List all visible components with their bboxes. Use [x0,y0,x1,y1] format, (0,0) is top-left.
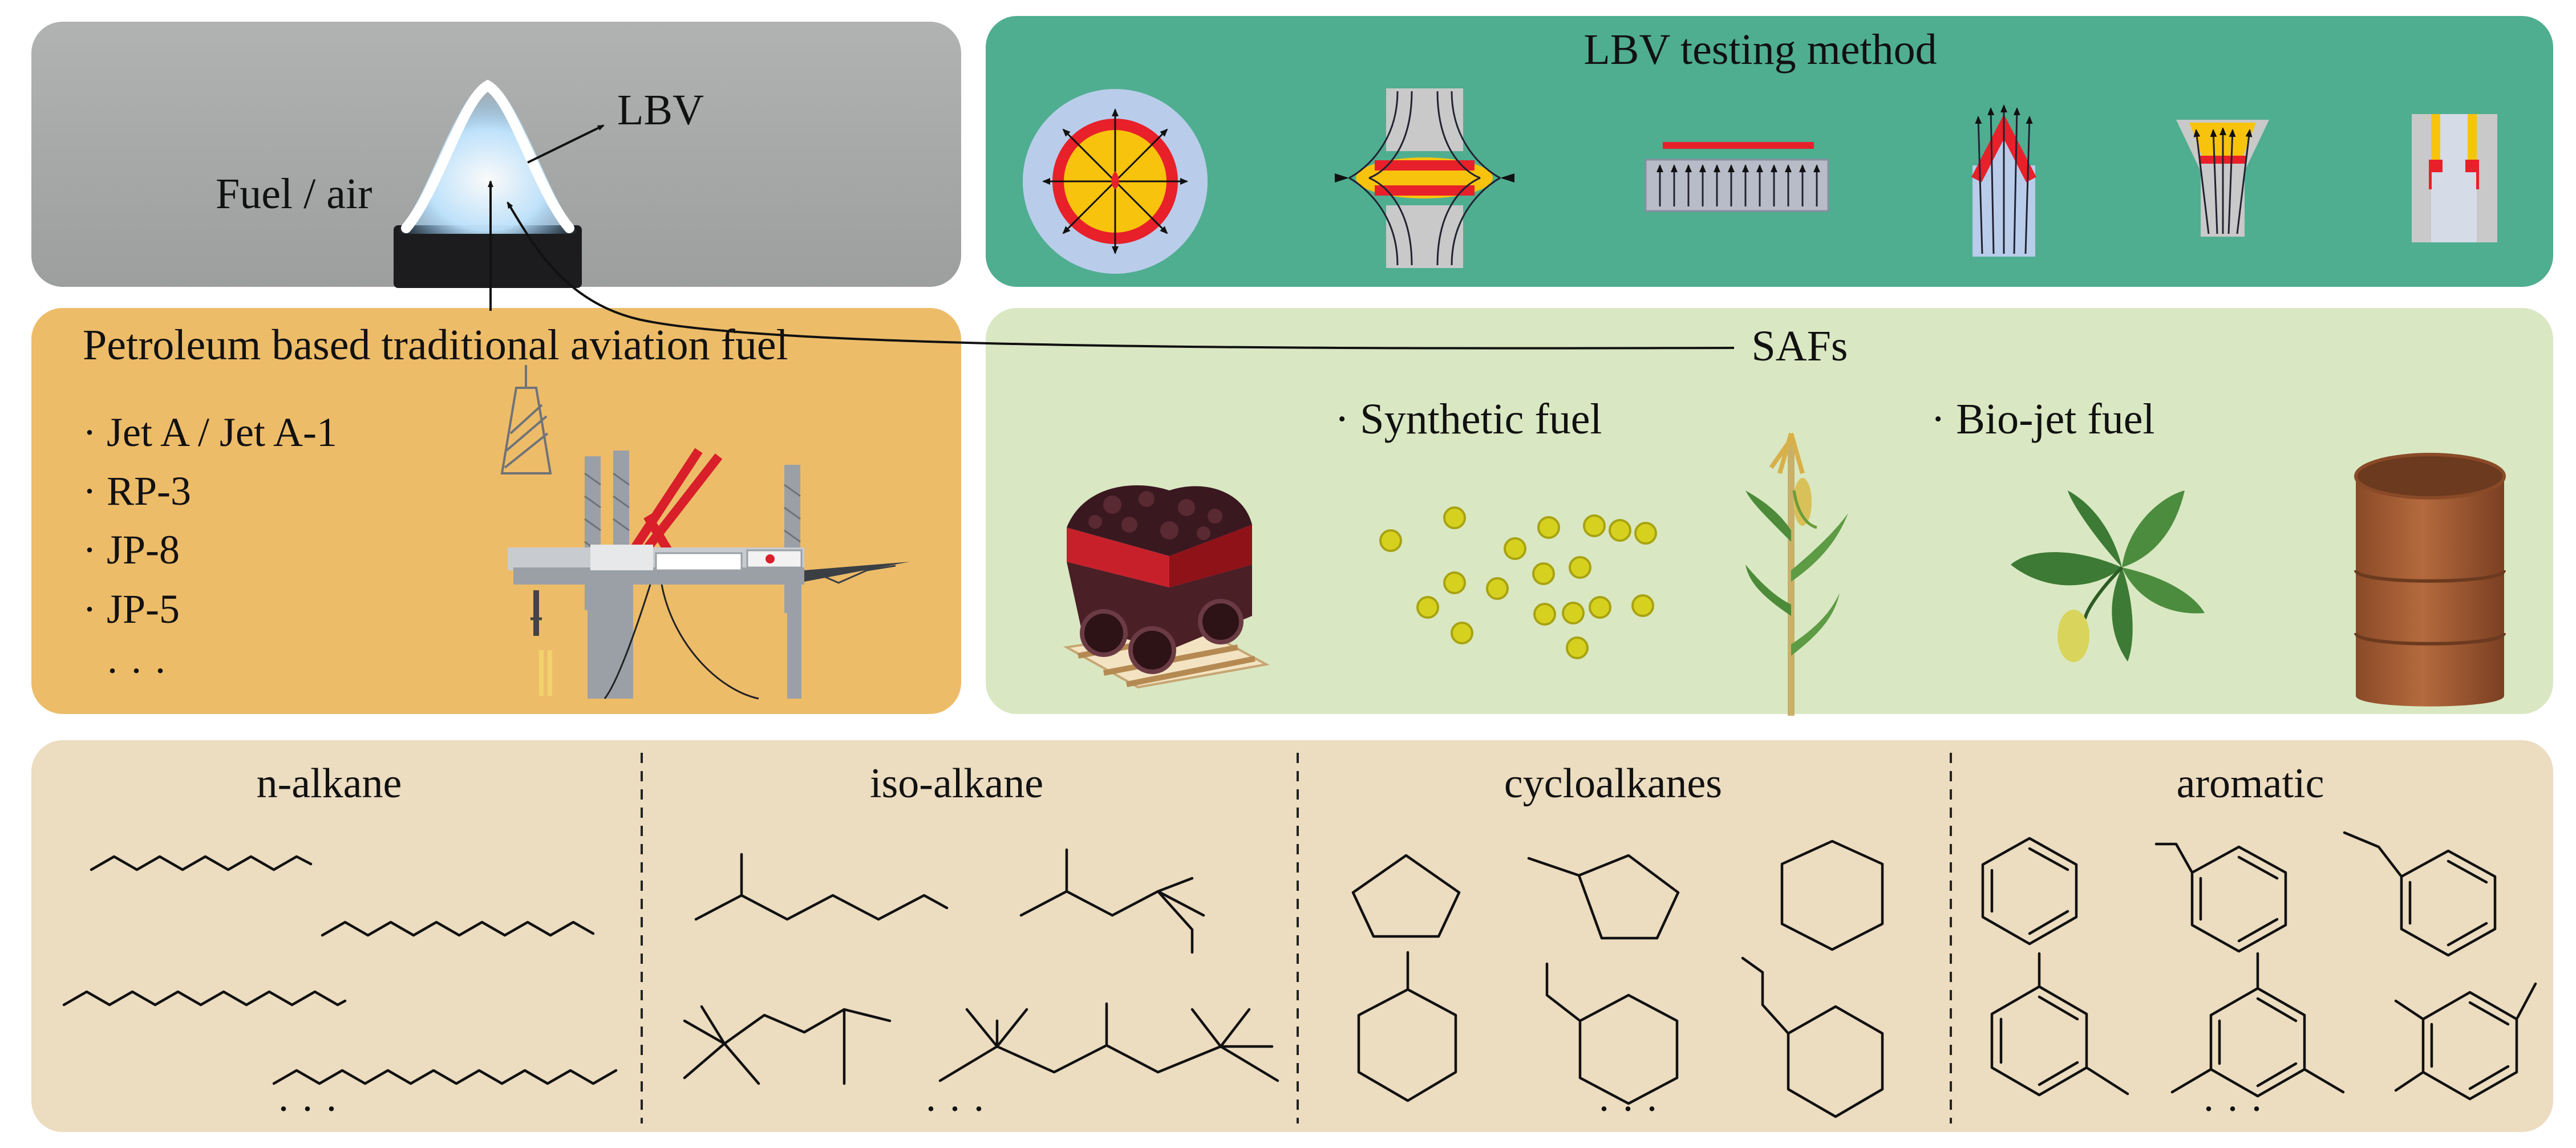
toluene-structure [2154,842,2287,953]
iso-alkane-structure-2 [1019,848,1205,954]
fuel-barrel-icon [2354,453,2506,707]
testing-title: LBV testing method [1583,26,1937,74]
n-alkane-structure-2 [321,920,595,937]
fuel-item-rp3: · RP-3 [83,468,191,514]
benzene-structure [1981,837,2078,946]
counterflow-flame-icon [1335,88,1514,268]
iso-alkane-structure-1 [694,853,949,921]
cyclopentane-structure [1351,854,1461,938]
iso-alkane-ellipsis: · · · [924,1086,986,1131]
corn-plant-icon [1745,432,1848,716]
fuel-item-jet-a: · Jet A / Jet A-1 [83,409,337,455]
ethylbenzene-structure [2343,831,2497,957]
slot-burner-icon [2412,114,2497,242]
n-alkane-title: n-alkane [257,760,402,807]
m-xylene-structure [1990,952,2129,1097]
molecule-panel [31,740,2553,1132]
n-alkane-structure-1 [90,855,313,871]
petroleum-title: Petroleum based traditional aviation fue… [83,321,788,369]
spherical-flame-icon [1023,89,1208,274]
fuel-item-jp8: · JP-8 [83,527,180,573]
fuel-air-label: Fuel / air [216,170,372,218]
mesitylene-structure [2170,952,2345,1098]
burner-tube [394,225,582,288]
ethylcyclohexane-structure [1545,962,1679,1105]
synthetic-particles-icon [1379,506,1657,659]
methylcyclohexane-structure [1357,951,1457,1102]
iso-alkane-structure-3 [683,1005,892,1085]
heat-flux-burner-icon [1645,142,1829,212]
conical-nozzle-flame-icon [2176,120,2269,237]
flame-cone [401,79,574,233]
saf-title: SAFs [1752,322,1848,370]
cycloalkanes-title: cycloalkanes [1504,760,1722,807]
molecule-dividers [641,753,1952,1123]
fuel-item-jp5: · JP-5 [83,586,180,632]
flame-photo [394,79,582,288]
testing-panel [986,16,2553,287]
biojet-fuel-label: · Bio-jet fuel [1931,395,2155,443]
p-xylene-structure [2394,982,2537,1101]
aromatic-ellipsis: · · · [2202,1086,2263,1131]
aromatic-title: aromatic [2177,760,2324,807]
lbv-arrow [527,124,605,164]
cycloalkanes-ellipsis: · · · [1597,1086,1659,1131]
flame-glow [396,80,579,234]
iso-alkane-structure-4 [938,1002,1279,1082]
n-alkane-structure-3 [62,990,347,1007]
coal-cart-icon [1063,485,1270,689]
jatropha-leaves-icon [2011,490,2205,662]
fuel-item-ellipsis: · · · [106,648,167,693]
cyclohexane-structure [1780,839,1884,951]
bunsen-flame-icon [1971,104,2036,257]
oil-rig-icon [500,365,910,700]
methylcyclopentane-structure [1527,854,1680,940]
synthetic-fuel-label: · Synthetic fuel [1335,395,1602,443]
n-alkane-ellipsis: · · · [277,1086,338,1131]
saf-to-flame-arrow [507,201,1735,350]
n-alkane-structure-4 [272,1069,618,1085]
lbv-label: LBV [617,86,704,134]
propylcyclohexane-structure [1741,956,1884,1118]
petroleum-panel [31,308,961,714]
iso-alkane-title: iso-alkane [870,760,1043,807]
